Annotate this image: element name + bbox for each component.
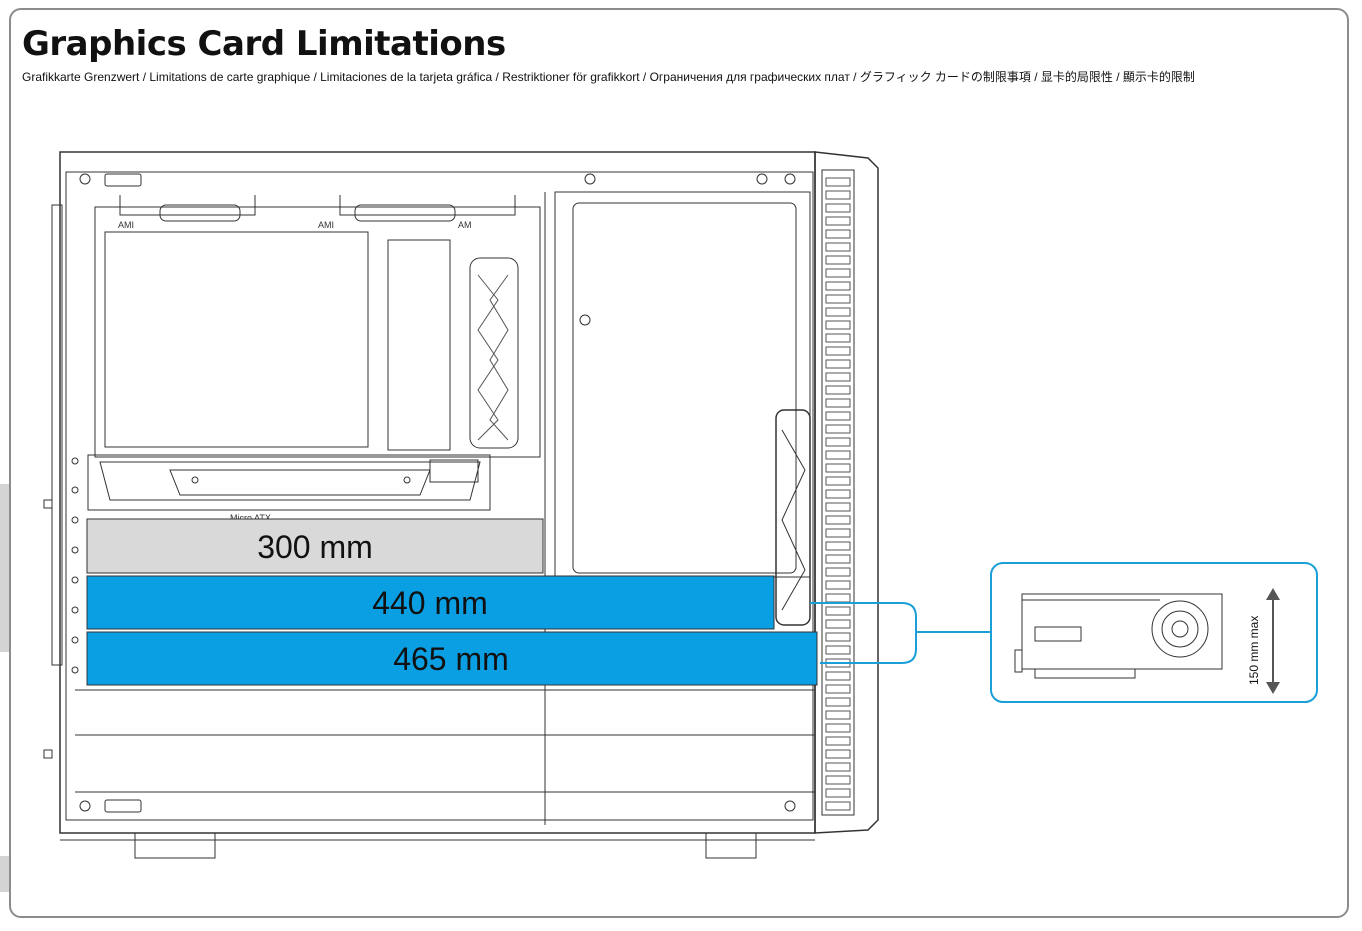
- page-title: Graphics Card Limitations: [22, 24, 506, 64]
- side-tab-top: [0, 484, 9, 652]
- vent-slat: [825, 567, 851, 577]
- vent-slat: [825, 723, 851, 733]
- vent-slat: [825, 515, 851, 525]
- vent-slat: [825, 528, 851, 538]
- front-fan: [775, 409, 811, 626]
- page-subtitle: Grafikkarte Grenzwert / Limitations de c…: [22, 70, 1195, 84]
- callout-connector: [810, 602, 992, 664]
- am-right-label: AM: [458, 220, 472, 230]
- gpu-length-label-440: 440 mm: [372, 585, 488, 621]
- vent-slat: [825, 684, 851, 694]
- height-label: 150 mm max: [1247, 616, 1261, 685]
- vent-slat: [825, 619, 851, 629]
- vent-slat: [825, 554, 851, 564]
- vent-slat: [825, 307, 851, 317]
- vent-slat: [825, 320, 851, 330]
- vent-slat: [825, 411, 851, 421]
- ami-left-label: AMI: [118, 220, 134, 230]
- vent-slat: [825, 346, 851, 356]
- vent-slat: [825, 255, 851, 265]
- vent-slat: [825, 372, 851, 382]
- vent-slat: [825, 671, 851, 681]
- vent-slat: [825, 177, 851, 187]
- vent-slat: [825, 242, 851, 252]
- side-compartment: [544, 191, 811, 825]
- side-tab-bottom: [0, 856, 9, 892]
- vent-slat: [825, 788, 851, 798]
- vent-slat: [825, 450, 851, 460]
- vent-slat: [825, 398, 851, 408]
- vent-slat: [825, 580, 851, 590]
- gpu-length-bar-465: [86, 631, 818, 686]
- height-callout: 150 mm max: [990, 562, 1318, 703]
- vent-slat: [825, 281, 851, 291]
- vent-slat: [825, 424, 851, 434]
- vent-slat: [825, 736, 851, 746]
- gpu-length-bar-300: [86, 518, 544, 574]
- vent-slat: [825, 502, 851, 512]
- vent-slat: [825, 762, 851, 772]
- vent-slat: [825, 476, 851, 486]
- vent-slat: [825, 385, 851, 395]
- vent-slat: [825, 333, 851, 343]
- vent-slat: [825, 606, 851, 616]
- vent-slat: [825, 775, 851, 785]
- vent-slat: [825, 593, 851, 603]
- vent-slat: [825, 268, 851, 278]
- gpu-length-bar-440: [86, 575, 775, 630]
- vent-slat: [825, 710, 851, 720]
- chassis-outline: [43, 151, 879, 859]
- vent-slat: [825, 632, 851, 642]
- vent-slat: [825, 463, 851, 473]
- vent-slat: [825, 541, 851, 551]
- ami-labels: AMI AMI AM Micro ATX: [118, 220, 472, 523]
- vent-slat: [825, 749, 851, 759]
- expansion-slots: [71, 457, 815, 793]
- figure-frame: [9, 8, 1349, 918]
- vent-slat: [825, 645, 851, 655]
- gpu-length-bars: 300 mm 440 mm 465 mm: [86, 518, 818, 686]
- gpu-length-label-465: 465 mm: [393, 641, 509, 677]
- upper-bay: [79, 173, 796, 813]
- gpu-side-view-icon: [1014, 593, 1223, 679]
- vent-slat: [825, 294, 851, 304]
- height-arrow: [1266, 588, 1280, 694]
- gpu-length-label-300: 300 mm: [257, 529, 373, 565]
- vent-slat: [825, 190, 851, 200]
- vent-slat: [825, 489, 851, 499]
- vent-slat: [825, 801, 851, 811]
- ami-mid-label: AMI: [318, 220, 334, 230]
- vent-slat: [825, 437, 851, 447]
- vent-slat: [825, 359, 851, 369]
- vent-slat: [825, 203, 851, 213]
- vent-slat: [825, 697, 851, 707]
- vent-slat: [825, 216, 851, 226]
- micro-atx-label: Micro ATX: [230, 513, 271, 523]
- vent-slat: [825, 229, 851, 239]
- installed-gpu-sketch: [87, 454, 491, 511]
- front-vents: [825, 177, 851, 811]
